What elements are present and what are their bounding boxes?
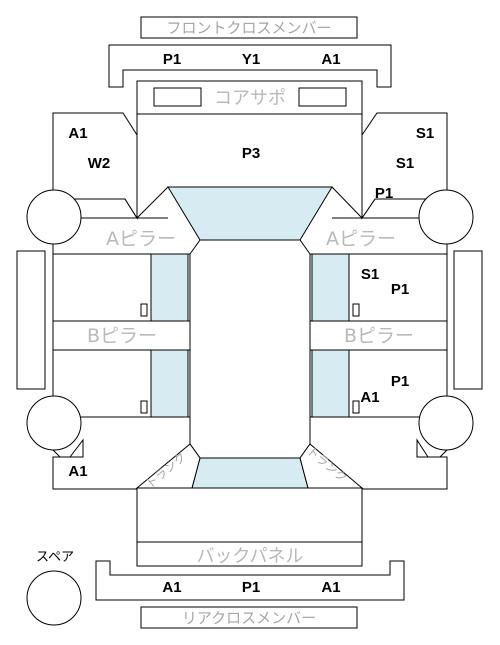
zone-core-left-bottom: W2 — [88, 155, 111, 172]
zone-door-right-front-2: P1 — [391, 281, 409, 298]
fender-right-front — [361, 112, 448, 220]
wheel-front-right — [418, 189, 474, 245]
zone-front-right-1: S1 — [416, 125, 434, 142]
b-pillar-left-label: Bピラー — [87, 325, 157, 347]
front-cross-member-label-box — [140, 16, 358, 39]
front-cross-member-zone-2: Y1 — [242, 51, 260, 68]
side-window-right-rear — [311, 349, 350, 418]
front-cross-member-zone-1: P1 — [163, 51, 181, 68]
side-sill-right — [453, 250, 483, 390]
zone-door-right-rear-2: A1 — [360, 389, 379, 406]
front-cross-member — [108, 44, 392, 88]
front-cross-member-label: フロントクロスメンバー — [166, 19, 331, 37]
zone-core-left-top: A1 — [68, 125, 87, 142]
headlight-right — [298, 87, 347, 107]
hood-edge-right — [331, 186, 363, 219]
door-handle-left-front — [140, 303, 148, 317]
roof — [189, 239, 311, 459]
zone-rear-left: A1 — [68, 463, 87, 480]
wheel-front-left — [26, 189, 82, 245]
door-handle-left-rear — [140, 400, 148, 414]
rear-cross-member — [95, 560, 405, 601]
a-pillar-left-label: Aピラー — [106, 228, 176, 250]
a-pillar-right-label: Aピラー — [326, 228, 396, 250]
spare-label: スペア — [36, 550, 74, 565]
zone-door-right-front-1: S1 — [361, 266, 379, 283]
side-window-left-front — [150, 253, 189, 322]
wheel-rear-left — [26, 395, 82, 451]
rear-cross-member-label: リアクロスメンバー — [182, 609, 316, 627]
front-cross-member-zone-3: A1 — [321, 51, 340, 68]
spare-tire — [26, 570, 82, 626]
side-window-right-front — [311, 253, 350, 322]
side-sill-left — [16, 250, 46, 390]
zone-door-right-rear-1: P1 — [391, 373, 409, 390]
zone-front-right-2: S1 — [396, 155, 414, 172]
b-pillar-right-label: Bピラー — [344, 325, 414, 347]
rear-window — [191, 457, 309, 489]
side-window-left-rear — [150, 349, 189, 418]
door-handle-right-front — [352, 303, 360, 317]
headlight-left — [153, 87, 202, 107]
rear-cross-member-zone-1: A1 — [162, 579, 181, 596]
rear-cross-member-zone-2: P1 — [242, 579, 260, 596]
rear-cross-member-zone-3: A1 — [321, 579, 340, 596]
b-pillar-left — [52, 320, 191, 351]
b-pillar-right — [309, 320, 448, 351]
core-support-label: コアサポ — [214, 88, 286, 109]
back-panel-label: バックパネル — [196, 546, 303, 567]
door-handle-right-rear — [352, 400, 360, 414]
rear-cross-member-label-box — [140, 606, 358, 629]
zone-front-right-3: P1 — [375, 185, 393, 202]
hood-edge-left — [136, 186, 169, 219]
wheel-rear-right — [418, 395, 474, 451]
back-panel — [136, 541, 363, 567]
trunk — [136, 487, 363, 543]
zone-hood: P3 — [242, 145, 260, 162]
